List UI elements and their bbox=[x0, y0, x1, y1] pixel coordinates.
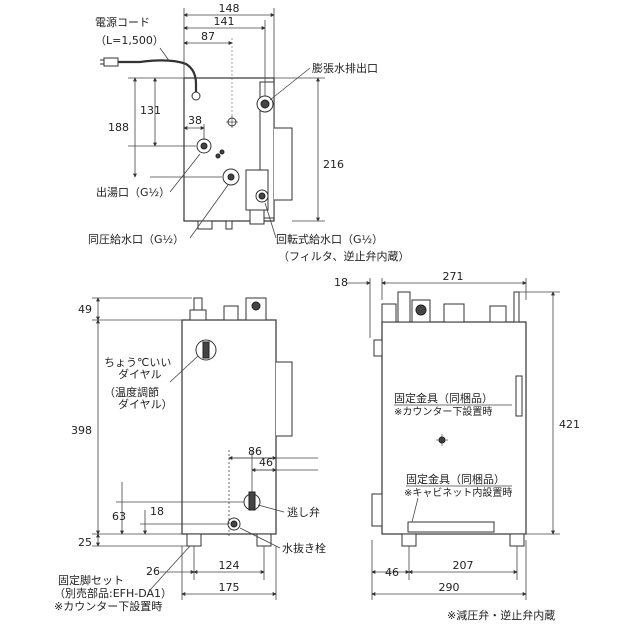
hot-outlet-label: 出湯口（G½） bbox=[96, 185, 170, 199]
side-dim-421: 421 bbox=[559, 418, 580, 431]
bracket-counter-label-1: 固定金具（同梱品） bbox=[394, 391, 493, 405]
dim-398: 398 bbox=[71, 424, 92, 437]
rotary-inlet-note: （フィルタ、逆止弁内蔵） bbox=[278, 249, 409, 263]
dim-175: 175 bbox=[219, 581, 240, 594]
dim-216: 216 bbox=[323, 158, 344, 171]
cord-length-label: （L=1,500） bbox=[95, 34, 164, 47]
relief-valve-label: 逃し弁 bbox=[287, 505, 320, 519]
dim-87: 87 bbox=[201, 30, 215, 43]
dim-46: 46 bbox=[259, 456, 273, 469]
side-dim-207: 207 bbox=[453, 559, 474, 572]
same-pressure-inlet-label: 同圧給水口（G½） bbox=[88, 232, 184, 246]
dial-label-3: （温度調節 bbox=[104, 385, 159, 399]
bracket-cabinet-label-2: ※キャビネット内設置時 bbox=[404, 486, 512, 499]
power-cord bbox=[118, 59, 198, 96]
bracket-counter-label-2: ※カウンター下設置時 bbox=[394, 405, 492, 418]
side-dim-18: 18 bbox=[334, 276, 348, 289]
feet-label-1: 固定脚セット bbox=[58, 573, 124, 587]
dim-25: 25 bbox=[78, 536, 92, 549]
dim-49: 49 bbox=[78, 303, 92, 316]
dim-18: 18 bbox=[150, 505, 164, 518]
top-view: 148 141 87 188 131 38 216 電源コード （L=1,500… bbox=[88, 2, 409, 263]
cord-label: 電源コード bbox=[95, 15, 150, 29]
drain-plug-label: 水抜き栓 bbox=[282, 541, 326, 555]
side-dim-46: 46 bbox=[385, 566, 399, 579]
bracket-cabinet-label-1: 固定金具（同梱品） bbox=[406, 472, 505, 486]
side-dim-271: 271 bbox=[443, 270, 464, 283]
dim-124: 124 bbox=[219, 559, 240, 572]
dial-label-2: ダイヤル bbox=[118, 367, 162, 381]
dim-188: 188 bbox=[108, 121, 129, 134]
dim-26: 26 bbox=[146, 565, 160, 578]
side-view-body bbox=[381, 321, 527, 535]
expansion-outlet-label: 膨張水排出口 bbox=[312, 61, 378, 75]
side-view: 18 271 421 46 207 290 固定金具（同梱品） ※カウンター下設… bbox=[334, 270, 580, 622]
dial-label-1: ちょう℃いい bbox=[104, 356, 171, 369]
dim-38: 38 bbox=[188, 114, 202, 127]
side-dim-290: 290 bbox=[439, 581, 460, 594]
dim-148: 148 bbox=[219, 2, 240, 15]
feet-label-3: ※カウンター下設置時 bbox=[54, 599, 162, 613]
plug bbox=[103, 57, 119, 67]
rotary-inlet-fitting bbox=[245, 169, 269, 211]
dim-63: 63 bbox=[112, 510, 126, 523]
dim-131: 131 bbox=[140, 104, 161, 117]
fixing-bracket-cabinet bbox=[407, 521, 495, 533]
footnote: ※減圧弁・逆止弁内蔵 bbox=[447, 608, 555, 622]
feet-label-2: （別売部品:EFH-DA1） bbox=[54, 586, 172, 600]
fixing-bracket-counter bbox=[515, 375, 523, 417]
front-view-bracket bbox=[276, 361, 293, 437]
front-leg-left bbox=[186, 533, 202, 547]
dim-141: 141 bbox=[214, 15, 235, 28]
dim-86: 86 bbox=[248, 445, 262, 458]
top-view-bracket bbox=[274, 127, 293, 201]
rotary-inlet-label: 回転式給水口（G½） bbox=[276, 232, 383, 246]
front-view: 49 398 25 63 18 86 46 26 124 175 bbox=[54, 297, 326, 613]
dial-label-4: ダイヤル） bbox=[118, 397, 173, 411]
